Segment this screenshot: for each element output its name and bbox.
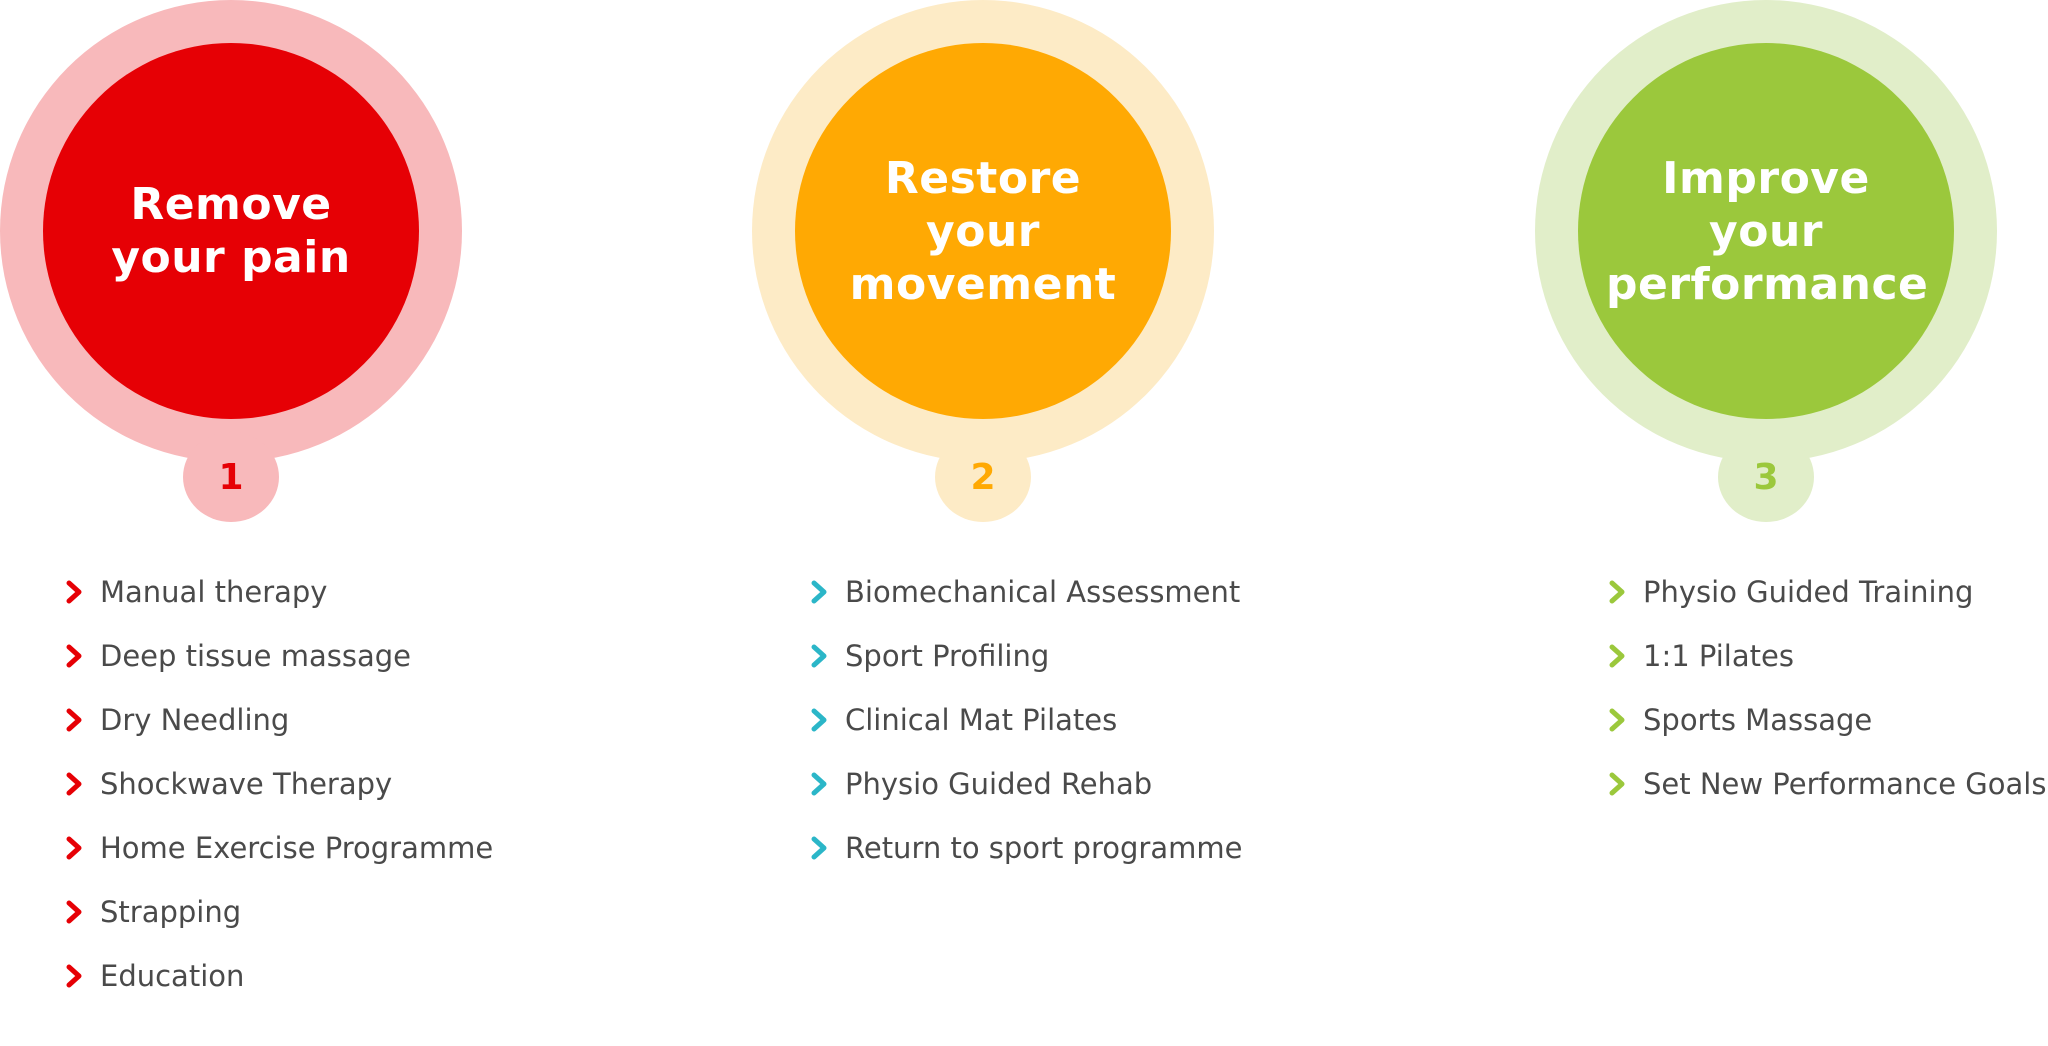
list-item: Sports Massage bbox=[1605, 688, 2046, 752]
chevron-right-icon bbox=[66, 644, 82, 668]
list-item-label: Return to sport programme bbox=[845, 831, 1243, 865]
chevron-right-icon bbox=[66, 708, 82, 732]
step-circle-inner: Improve your performance bbox=[1578, 43, 1954, 419]
chevron-right-icon bbox=[1609, 580, 1625, 604]
chevron-right-icon bbox=[811, 644, 827, 668]
chevron-right-icon bbox=[811, 836, 827, 860]
chevron-right-icon bbox=[66, 900, 82, 924]
step-title: Restore your movement bbox=[849, 152, 1117, 310]
list-item: Home Exercise Programme bbox=[62, 816, 493, 880]
chevron-right-icon bbox=[1609, 708, 1625, 732]
chevron-right-icon bbox=[811, 708, 827, 732]
list-item: Physio Guided Rehab bbox=[807, 752, 1242, 816]
list-item: Dry Needling bbox=[62, 688, 493, 752]
list-item-label: Sport Profiling bbox=[845, 639, 1050, 673]
list-item-label: Education bbox=[100, 959, 245, 993]
chevron-right-icon bbox=[66, 772, 82, 796]
service-list: Physio Guided Training 1:1 Pilates Sport… bbox=[1605, 560, 2046, 816]
chevron-right-icon bbox=[1609, 644, 1625, 668]
chevron-right-icon bbox=[811, 580, 827, 604]
chevron-right-icon bbox=[1609, 772, 1625, 796]
list-item: Strapping bbox=[62, 880, 493, 944]
list-item-label: 1:1 Pilates bbox=[1643, 639, 1794, 673]
list-item: Return to sport programme bbox=[807, 816, 1242, 880]
step-number-badge: 3 bbox=[1718, 432, 1814, 522]
service-list: Biomechanical Assessment Sport Profiling… bbox=[807, 560, 1242, 880]
step-title: Remove your pain bbox=[111, 179, 351, 283]
list-item-label: Clinical Mat Pilates bbox=[845, 703, 1118, 737]
list-item: 1:1 Pilates bbox=[1605, 624, 2046, 688]
list-item-label: Deep tissue massage bbox=[100, 639, 411, 673]
list-item: Shockwave Therapy bbox=[62, 752, 493, 816]
list-item-label: Strapping bbox=[100, 895, 242, 929]
list-item-label: Sports Massage bbox=[1643, 703, 1873, 737]
step-number-badge: 1 bbox=[183, 432, 279, 522]
step-circle-inner: Remove your pain bbox=[43, 43, 419, 419]
list-item: Sport Profiling bbox=[807, 624, 1242, 688]
chevron-right-icon bbox=[66, 836, 82, 860]
list-item: Set New Performance Goals bbox=[1605, 752, 2046, 816]
step-circle-inner: Restore your movement bbox=[795, 43, 1171, 419]
chevron-right-icon bbox=[811, 772, 827, 796]
list-item: Biomechanical Assessment bbox=[807, 560, 1242, 624]
list-item: Manual therapy bbox=[62, 560, 493, 624]
chevron-right-icon bbox=[66, 964, 82, 988]
service-list: Manual therapy Deep tissue massage Dry N… bbox=[62, 560, 493, 1008]
step-number-badge: 2 bbox=[935, 432, 1031, 522]
list-item-label: Manual therapy bbox=[100, 575, 328, 609]
list-item-label: Dry Needling bbox=[100, 703, 290, 737]
chevron-right-icon bbox=[66, 580, 82, 604]
list-item-label: Physio Guided Training bbox=[1643, 575, 1974, 609]
list-item-label: Home Exercise Programme bbox=[100, 831, 494, 865]
list-item: Clinical Mat Pilates bbox=[807, 688, 1242, 752]
list-item-label: Set New Performance Goals bbox=[1643, 767, 2047, 801]
list-item-label: Physio Guided Rehab bbox=[845, 767, 1153, 801]
list-item: Deep tissue massage bbox=[62, 624, 493, 688]
list-item-label: Shockwave Therapy bbox=[100, 767, 393, 801]
list-item: Physio Guided Training bbox=[1605, 560, 2046, 624]
step-title: Improve your performance bbox=[1606, 152, 1929, 310]
list-item: Education bbox=[62, 944, 493, 1008]
list-item-label: Biomechanical Assessment bbox=[845, 575, 1241, 609]
